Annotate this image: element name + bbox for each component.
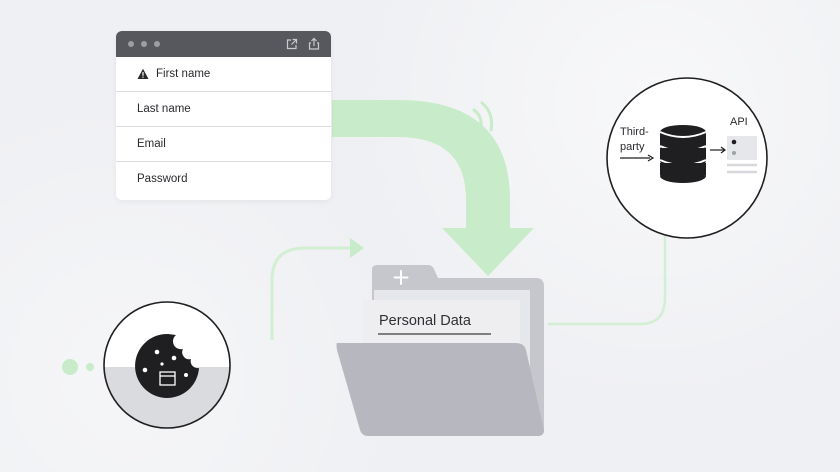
api-label: API (730, 116, 748, 128)
curved-arrow-shape (332, 100, 534, 276)
form-field-last-name[interactable]: Last name (116, 92, 331, 127)
plus-icon (393, 270, 409, 285)
form-field-email[interactable]: Email (116, 127, 331, 162)
signup-form-window: First name Last name Email Password (116, 31, 331, 200)
folder-label: Personal Data (379, 313, 471, 329)
field-label: Last name (137, 103, 191, 115)
signal-arcs (472, 101, 494, 132)
browser-window-icon (159, 371, 176, 386)
window-titlebar (116, 31, 331, 57)
green-dot-large (62, 359, 78, 375)
external-link-icon[interactable] (285, 37, 299, 51)
window-dot (128, 41, 134, 47)
form-field-first-name[interactable]: First name (116, 57, 331, 92)
share-icon[interactable] (307, 37, 321, 51)
green-dot-small (86, 363, 94, 371)
cookie-circle (103, 301, 231, 429)
cookie-icon (135, 333, 199, 398)
personal-data-folder (336, 265, 544, 436)
warning-icon (137, 68, 149, 79)
field-label: Password (137, 173, 188, 185)
third-party-label-line2: party (620, 141, 645, 153)
window-dot (154, 41, 160, 47)
window-dot (141, 41, 147, 47)
third-party-label-line1: Third- (620, 126, 649, 138)
form-field-password[interactable]: Password (116, 162, 331, 197)
cookie-connector (270, 238, 364, 340)
field-label: Email (137, 138, 166, 150)
third-party-circle (606, 77, 768, 239)
data-flow-arrow (332, 100, 534, 276)
api-card-icon (727, 136, 757, 174)
third-party-connector (548, 232, 667, 326)
database-icon (659, 125, 707, 183)
folder-front (336, 343, 544, 436)
field-label: First name (156, 68, 211, 80)
third-party-label: Third- party (620, 125, 680, 155)
